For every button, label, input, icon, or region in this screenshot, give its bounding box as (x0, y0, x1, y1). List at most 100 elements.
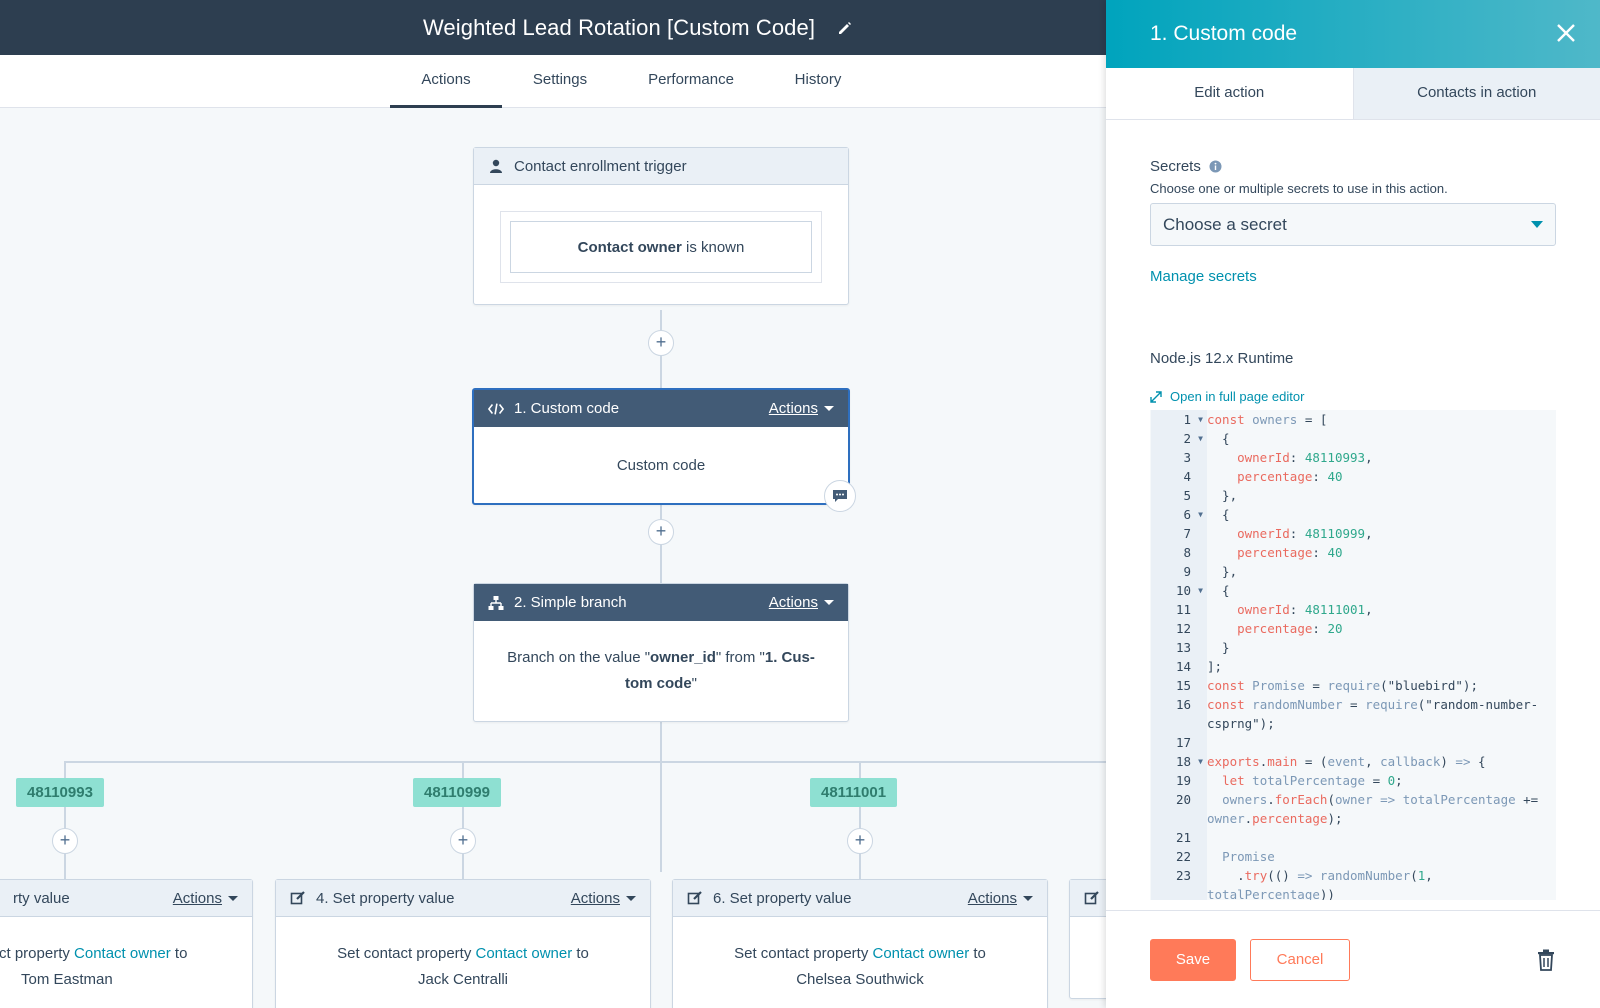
set-property-card[interactable]: 4. Set property value Actions Set contac… (275, 879, 651, 1008)
code-line[interactable]: 23 .try(() => randomNumber(1, (1151, 866, 1556, 885)
trash-icon[interactable] (1536, 949, 1556, 971)
tab-edit-action[interactable]: Edit action (1106, 68, 1354, 119)
code-text: percentage: 40 (1237, 545, 1343, 560)
code-line[interactable]: 10▼ { (1151, 581, 1556, 600)
pencil-icon[interactable] (837, 20, 853, 36)
set-property-actions-dropdown[interactable]: Actions (968, 890, 1033, 907)
manage-secrets-link[interactable]: Manage secrets (1150, 268, 1257, 285)
code-text: { (1207, 431, 1230, 446)
edit-icon (290, 891, 305, 905)
trigger-condition[interactable]: Contact owner is known (510, 221, 812, 273)
code-line[interactable]: 12 percentage: 20 (1151, 619, 1556, 638)
fold-arrow-icon[interactable]: ▼ (1198, 434, 1203, 443)
code-line[interactable]: 17 (1151, 733, 1556, 752)
set-property-card[interactable]: rty value Actions ct property Contact ow… (0, 879, 253, 1008)
branch-desc-text: " from " (715, 649, 765, 666)
property-link[interactable]: Contact owner (872, 945, 970, 962)
code-line[interactable]: 13 } (1151, 638, 1556, 657)
code-line[interactable]: 3 ownerId: 48110993, (1151, 448, 1556, 467)
code-line[interactable]: 19 let totalPercentage = 0; (1151, 771, 1556, 790)
tab-settings[interactable]: Settings (532, 71, 588, 88)
code-line[interactable]: 14]; (1151, 657, 1556, 676)
fold-arrow-icon[interactable]: ▼ (1198, 586, 1203, 595)
choose-secret-select[interactable]: Choose a secret (1150, 203, 1556, 246)
set-property-text: Set contact property (734, 945, 873, 962)
fold-arrow-icon[interactable]: ▼ (1198, 757, 1203, 766)
tab-actions[interactable]: Actions (390, 55, 502, 109)
line-number: 9 (1151, 562, 1207, 581)
panel-title: 1. Custom code (1150, 22, 1298, 45)
set-property-actions-dropdown[interactable]: Actions (173, 890, 238, 907)
branch-label[interactable]: 48110999 (413, 778, 501, 807)
property-link[interactable]: Contact owner (74, 945, 171, 962)
open-full-page-editor-link[interactable]: Open in full page editor (1170, 389, 1305, 404)
tab-performance[interactable]: Performance (648, 71, 734, 88)
custom-code-title: 1. Custom code (514, 400, 620, 417)
enrollment-trigger-card[interactable]: Contact enrollment trigger Contact owner… (473, 147, 849, 305)
line-number: 23 (1151, 866, 1207, 885)
code-line[interactable]: 4 percentage: 40 (1151, 467, 1556, 486)
code-icon (488, 403, 504, 414)
set-property-text: to (969, 945, 986, 962)
set-property-card[interactable]: 6. Set property value Actions Set contac… (672, 879, 1048, 1008)
add-action-button[interactable]: + (648, 519, 674, 545)
code-text: ]; (1207, 659, 1223, 674)
connector-line (660, 722, 662, 872)
branch-desc-text: " (691, 675, 697, 692)
code-line[interactable]: 5 }, (1151, 486, 1556, 505)
tab-history[interactable]: History (794, 71, 842, 88)
cancel-button[interactable]: Cancel (1250, 938, 1350, 981)
branch-label[interactable]: 48110993 (16, 778, 104, 807)
code-line[interactable]: csprng"); (1151, 714, 1556, 733)
code-text: }, (1207, 488, 1238, 503)
owner-value: Jack Centralli (417, 971, 509, 988)
close-icon[interactable] (1554, 21, 1578, 45)
code-line[interactable]: 9 }, (1151, 562, 1556, 581)
simple-branch-card[interactable]: 2. Simple branch Actions Branch on the v… (473, 583, 849, 722)
fold-arrow-icon[interactable]: ▼ (1198, 415, 1203, 424)
set-property-header: rty value Actions (0, 880, 252, 917)
simple-branch-body: Branch on the value "owner_id" from "1. … (474, 621, 848, 697)
set-property-actions-dropdown[interactable]: Actions (571, 890, 636, 907)
add-action-button[interactable]: + (52, 828, 78, 854)
code-line[interactable]: 6▼ { (1151, 505, 1556, 524)
code-line[interactable]: 2▼ { (1151, 429, 1556, 448)
line-number: 18▼ (1151, 752, 1207, 771)
custom-code-card[interactable]: 1. Custom code Actions Custom code (472, 388, 850, 505)
secrets-label: Secrets (1150, 158, 1201, 175)
add-action-button[interactable]: + (847, 828, 873, 854)
set-property-text: to (170, 945, 188, 962)
save-button[interactable]: Save (1150, 938, 1236, 981)
code-line[interactable]: 22 Promise (1151, 847, 1556, 866)
line-number: 10▼ (1151, 581, 1207, 600)
actions-label: Actions (768, 400, 818, 417)
code-text: } (1207, 640, 1230, 655)
code-editor[interactable]: 1▼const owners = [2▼ {3 ownerId: 4811099… (1150, 410, 1556, 900)
comment-icon[interactable] (824, 480, 856, 512)
branch-label[interactable]: 48111001 (810, 778, 898, 807)
set-property-card[interactable] (1069, 879, 1106, 999)
code-line[interactable]: 8 percentage: 40 (1151, 543, 1556, 562)
add-action-button[interactable]: + (648, 330, 674, 356)
code-line[interactable]: 7 ownerId: 48110999, (1151, 524, 1556, 543)
code-line[interactable]: 21 (1151, 828, 1556, 847)
code-line[interactable]: 20 owners.forEach(owner => totalPercenta… (1151, 790, 1556, 809)
workflow-header: Weighted Lead Rotation [Custom Code] (0, 0, 1106, 55)
line-number: 5 (1151, 486, 1207, 505)
info-icon[interactable] (1209, 160, 1222, 173)
code-line[interactable]: 1▼const owners = [ (1151, 410, 1556, 429)
simple-branch-actions-dropdown[interactable]: Actions (769, 594, 834, 611)
add-action-button[interactable]: + (450, 828, 476, 854)
tab-contacts-in-action[interactable]: Contacts in action (1353, 68, 1600, 119)
fold-arrow-icon[interactable]: ▼ (1198, 510, 1203, 519)
custom-code-actions-dropdown[interactable]: Actions (769, 400, 834, 417)
code-line[interactable]: totalPercentage)) (1151, 885, 1556, 900)
code-line[interactable]: 18▼exports.main = (event, callback) => { (1151, 752, 1556, 771)
code-line[interactable]: 11 ownerId: 48111001, (1151, 600, 1556, 619)
code-line[interactable]: owner.percentage); (1151, 809, 1556, 828)
property-link[interactable]: Contact owner (475, 945, 573, 962)
set-property-title: 6. Set property value (713, 889, 852, 907)
connector-line (462, 761, 464, 987)
